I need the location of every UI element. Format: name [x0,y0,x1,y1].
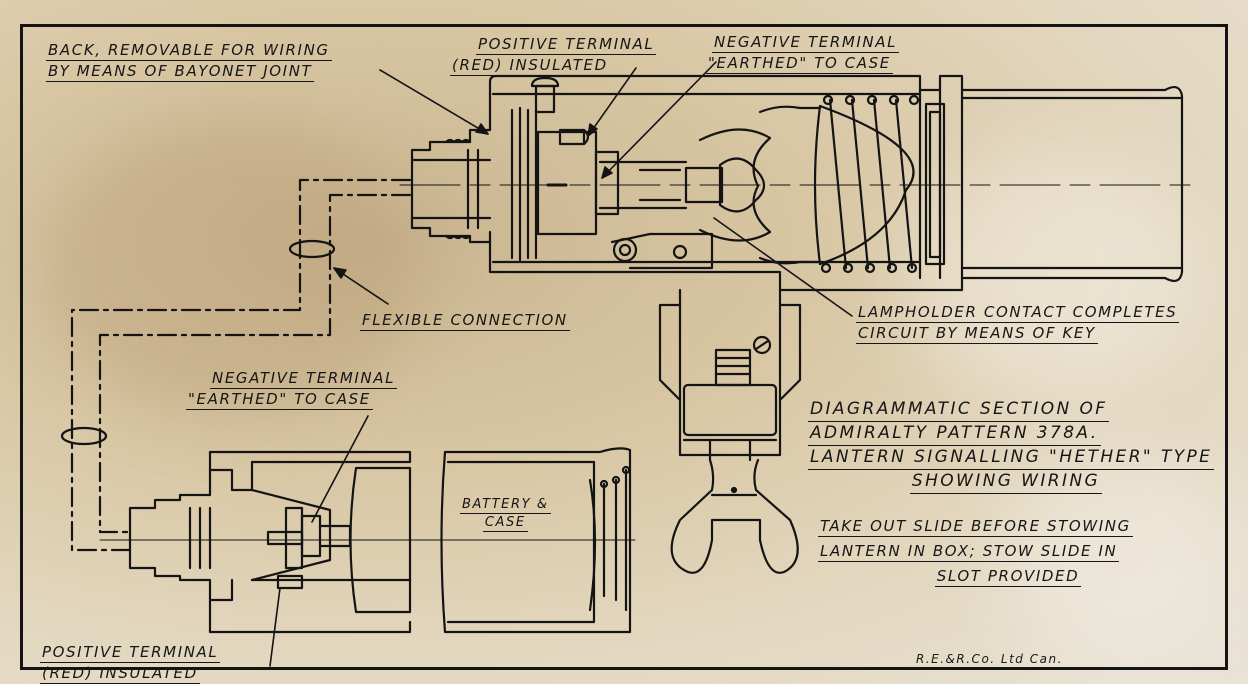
label-line: "Earthed" to Case [706,54,893,74]
label-line: Negative Terminal [712,33,900,53]
wire-clip-upper [288,239,336,259]
label-flexible-connection: Flexible Connection [360,310,570,331]
label-battery-case: Battery & Case [460,496,551,532]
note-line: Lantern in Box; Stow Slide in [818,542,1120,562]
drawing-border [20,24,1228,670]
diagram-title: Diagrammatic Section of Admiralty Patter… [808,398,1215,494]
label-line: Lampholder Contact Completes [856,303,1180,323]
lantern-body [399,74,1191,292]
label-line: by means of Bayonet Joint [46,62,315,82]
handle-and-key [658,288,802,574]
manufacturer-credit: R.E.&R.Co. Ltd Can. [916,652,1063,666]
label-line: Positive Terminal [40,643,221,663]
note-line: Take out Slide before Stowing [818,517,1133,537]
label-positive-terminal-top: Positive Terminal (Red) Insulated [450,34,657,76]
label-line: Circuit by Means of Key [856,324,1098,344]
stowing-note: Take out Slide before Stowing Lantern in… [818,516,1198,587]
label-line: (Red) Insulated [40,664,200,684]
title-line: Admiralty Pattern 378A. [808,422,1101,446]
label-back-removable: Back, Removable for Wiring by means of B… [46,40,332,82]
lens-spring [820,94,920,274]
note-line: Slot Provided [934,567,1082,587]
title-line: Lantern Signalling "Hether" Type [808,446,1215,470]
leader-lines [269,61,853,667]
label-line: "Earthed" to Case [186,390,373,410]
wire-clip-lower [60,426,108,446]
label-lampholder-contact: Lampholder Contact Completes Circuit by … [856,302,1180,344]
label-negative-terminal-top: Negative Terminal "Earthed" to Case [706,32,900,74]
label-line: Negative Terminal [210,369,398,389]
battery-assembly [99,447,636,634]
wiring [70,178,412,552]
label-line: Back, Removable for Wiring [46,41,332,61]
label-line: Flexible Connection [360,311,570,331]
title-line: Showing Wiring [909,470,1103,494]
label-positive-terminal-bottom: Positive Terminal (Red) Insulated [40,642,221,684]
label-line: Positive Terminal [476,35,657,55]
label-line: (Red) Insulated [450,56,610,76]
title-line: Diagrammatic Section of [808,398,1110,422]
label-line: Battery & [460,497,551,514]
label-negative-terminal-bottom: Negative Terminal "Earthed" to Case [186,368,398,410]
label-line: Case [482,515,528,532]
